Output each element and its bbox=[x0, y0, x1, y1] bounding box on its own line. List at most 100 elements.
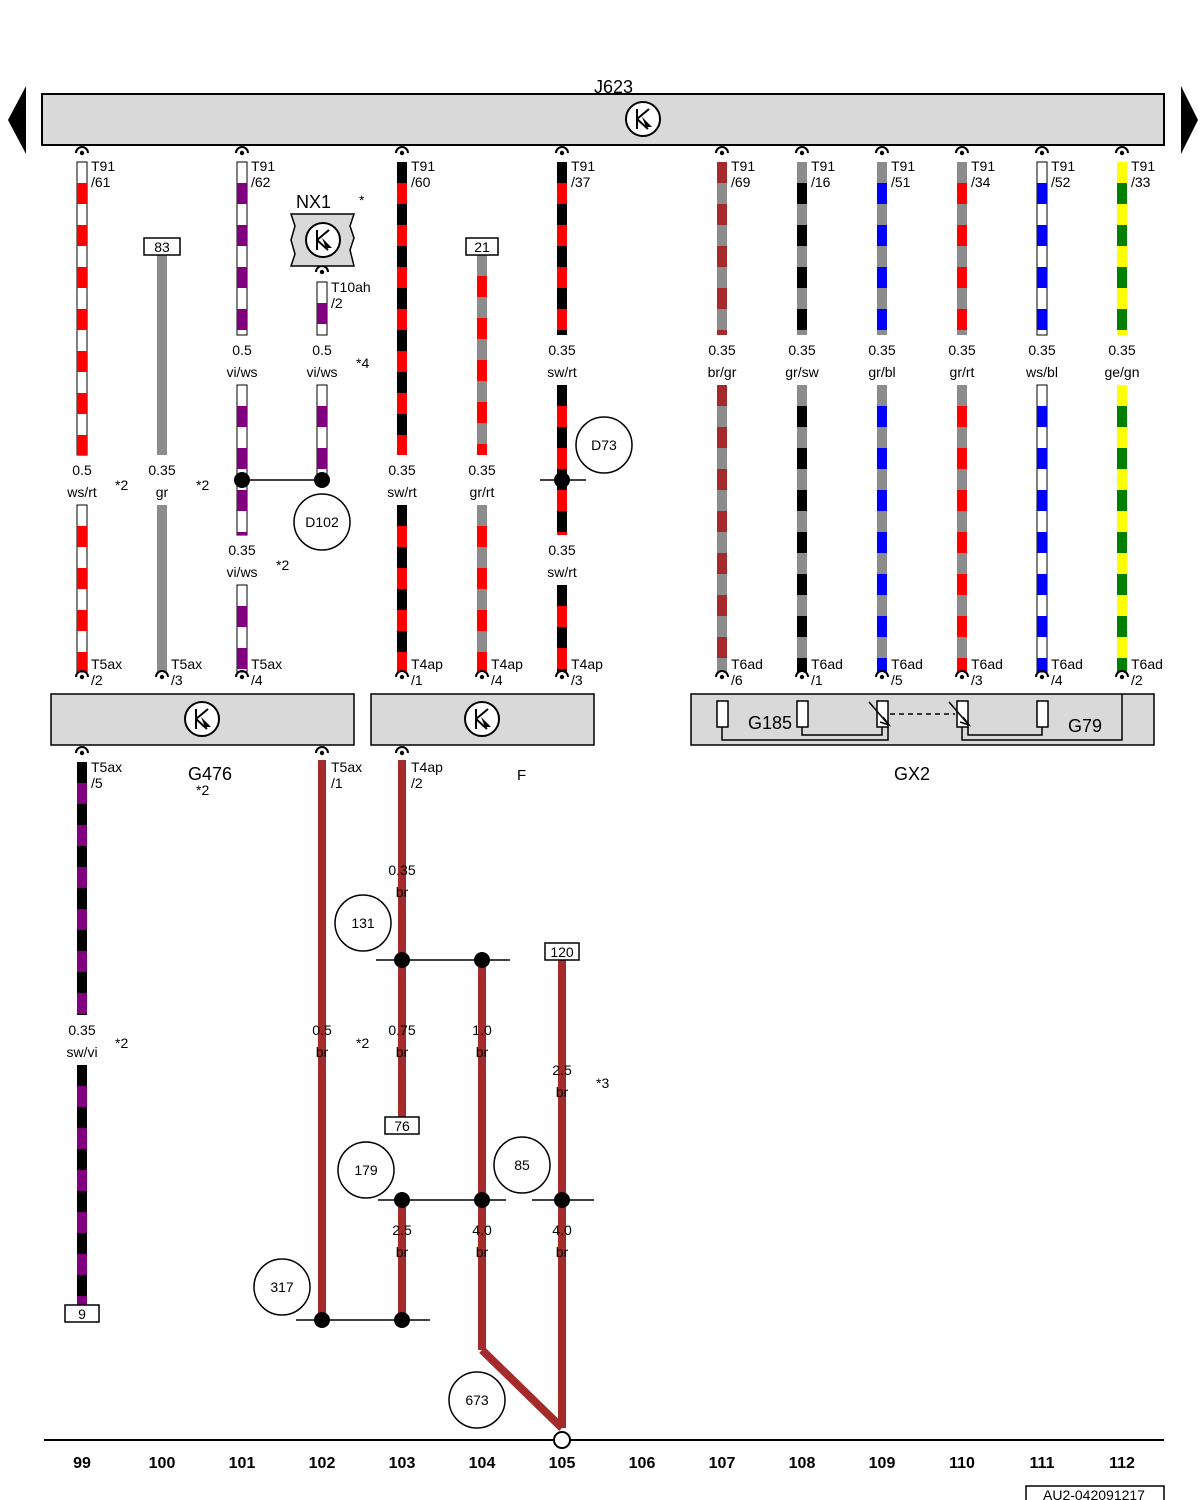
wire-99-note: *2 bbox=[115, 477, 128, 493]
wire-105-spec-a-size: 0.35 bbox=[548, 342, 575, 358]
wire-99-spec-color: ws/rt bbox=[66, 484, 97, 500]
wire-105-lower-spec-a-color: br bbox=[556, 1084, 569, 1100]
junction-D102: D102 bbox=[293, 493, 351, 551]
svg-text:120: 120 bbox=[550, 944, 574, 960]
column-number: 103 bbox=[389, 1455, 416, 1472]
column-number: 104 bbox=[469, 1455, 496, 1472]
pin-label-111-bot-b: /4 bbox=[1051, 672, 1063, 688]
svg-text:76: 76 bbox=[394, 1118, 410, 1134]
pin-t5ax-2 bbox=[75, 670, 89, 680]
pin-label-g476-5-a: T5ax bbox=[91, 759, 122, 775]
wire-99-lower bbox=[77, 1065, 87, 1305]
wire-99-spec-size: 0.5 bbox=[72, 462, 92, 478]
wire-110 bbox=[957, 385, 967, 672]
pin-label-101-bot-a: T5ax bbox=[251, 656, 282, 672]
pin-label-g476-1-b: /1 bbox=[331, 775, 343, 791]
pin-top-111 bbox=[1035, 146, 1049, 156]
column-number: 99 bbox=[73, 1455, 91, 1472]
wire-102-note: *2 bbox=[356, 1035, 369, 1051]
doc-id: AU2-042091217 bbox=[1043, 1487, 1145, 1500]
wire-100-note: *2 bbox=[196, 477, 209, 493]
wire-101-spec-b-color: vi/ws bbox=[226, 564, 257, 580]
wire-105-spec-a-color: sw/rt bbox=[547, 364, 577, 380]
wire-99-lower bbox=[77, 762, 87, 1015]
wire-101 bbox=[236, 384, 248, 536]
doc-id-frame bbox=[1025, 1485, 1165, 1500]
svg-text:83: 83 bbox=[154, 239, 170, 255]
wire-103 bbox=[397, 505, 407, 672]
wire-112 bbox=[1117, 385, 1127, 672]
pin-t5ax-5 bbox=[75, 746, 89, 756]
splice-dot bbox=[394, 1192, 410, 1208]
f-label: F bbox=[517, 767, 526, 784]
pin-label-105-top-b: /37 bbox=[571, 174, 591, 190]
wires-layer bbox=[76, 161, 1127, 1305]
pin-label-104-bot-a: T4ap bbox=[491, 656, 523, 672]
wire-109-spec-size: 0.35 bbox=[868, 342, 895, 358]
pin-t4ap-4 bbox=[475, 670, 489, 680]
pin-label-109-top-a: T91 bbox=[891, 158, 915, 174]
wire-103-lower-spec-a-color: br bbox=[396, 884, 409, 900]
pin-t4ap-1 bbox=[395, 670, 409, 680]
svg-text:179: 179 bbox=[354, 1162, 378, 1178]
ecu-j623-label: J623 bbox=[594, 77, 633, 97]
wire-109-spec-color: gr/bl bbox=[868, 364, 895, 380]
pin-label-108-bot-b: /1 bbox=[811, 672, 823, 688]
g476-note: *2 bbox=[196, 782, 209, 798]
pin-label-110-top-a: T91 bbox=[971, 158, 995, 174]
pin-t91-60 bbox=[395, 146, 409, 156]
junction-85: 85 bbox=[493, 1136, 551, 1194]
gx2-module bbox=[690, 693, 1155, 746]
pin-label-109-bot-a: T6ad bbox=[891, 656, 923, 672]
pin-bot-110 bbox=[955, 670, 969, 680]
wire-100 bbox=[157, 505, 167, 672]
svg-text:D73: D73 bbox=[591, 437, 617, 453]
pin-label-104-bot-b: /4 bbox=[491, 672, 503, 688]
pin-label-f-2-a: T4ap bbox=[411, 759, 443, 775]
junction-317: 317 bbox=[253, 1258, 311, 1316]
wire-111 bbox=[1036, 384, 1048, 673]
pin-label-112-top-a: T91 bbox=[1131, 158, 1155, 174]
wire-104-spec-color: gr/rt bbox=[470, 484, 495, 500]
junction-179: 179 bbox=[337, 1141, 395, 1199]
pin-label-112-bot-a: T6ad bbox=[1131, 656, 1163, 672]
pin-label-103-top-b: /60 bbox=[411, 174, 431, 190]
pin-label-107-bot-b: /6 bbox=[731, 672, 743, 688]
scroll-right-arrow[interactable] bbox=[1181, 86, 1198, 154]
wire-102-spec-size: 0.5 bbox=[312, 1022, 332, 1038]
splice-dot bbox=[474, 1192, 490, 1208]
column-number: 108 bbox=[789, 1455, 816, 1472]
wire-110-spec-size: 0.35 bbox=[948, 342, 975, 358]
wire-101-spec-a-color: vi/ws bbox=[226, 364, 257, 380]
pin-top-108 bbox=[795, 146, 809, 156]
pin-label-112-top-b: /33 bbox=[1131, 174, 1151, 190]
column-number: 102 bbox=[309, 1455, 336, 1472]
splice-dot bbox=[554, 1192, 570, 1208]
wire-103-spec-color: sw/rt bbox=[387, 484, 417, 500]
splice-dot bbox=[394, 1312, 410, 1328]
wire-101-spec-b-size: 0.35 bbox=[228, 542, 255, 558]
pin-label-107-bot-a: T6ad bbox=[731, 656, 763, 672]
svg-text:131: 131 bbox=[351, 915, 375, 931]
pin-label-nx1-a: T10ah bbox=[331, 279, 371, 295]
column-number: 109 bbox=[869, 1455, 896, 1472]
wire-107 bbox=[717, 162, 727, 335]
splice-dot bbox=[474, 952, 490, 968]
wire-103-lower-spec-c-size: 2.5 bbox=[392, 1222, 412, 1238]
wire-nx1-note: *4 bbox=[356, 355, 369, 371]
wire-111-spec-color: ws/bl bbox=[1025, 364, 1058, 380]
pin-label-109-top-b: /51 bbox=[891, 174, 911, 190]
scroll-left-arrow[interactable] bbox=[8, 86, 26, 154]
wire-109 bbox=[877, 385, 887, 672]
wire-100-spec-color: gr bbox=[156, 484, 169, 500]
pin-label-108-top-b: /16 bbox=[811, 174, 831, 190]
pin-label-110-bot-b: /3 bbox=[971, 672, 983, 688]
wire-103-lower-spec-c-color: br bbox=[396, 1244, 409, 1260]
wire-105-lower-spec-b-color: br bbox=[556, 1244, 569, 1260]
column-number: 106 bbox=[629, 1455, 656, 1472]
pin-t91-62 bbox=[235, 146, 249, 156]
wire-111 bbox=[1036, 161, 1048, 336]
svg-text:9: 9 bbox=[78, 1306, 86, 1322]
